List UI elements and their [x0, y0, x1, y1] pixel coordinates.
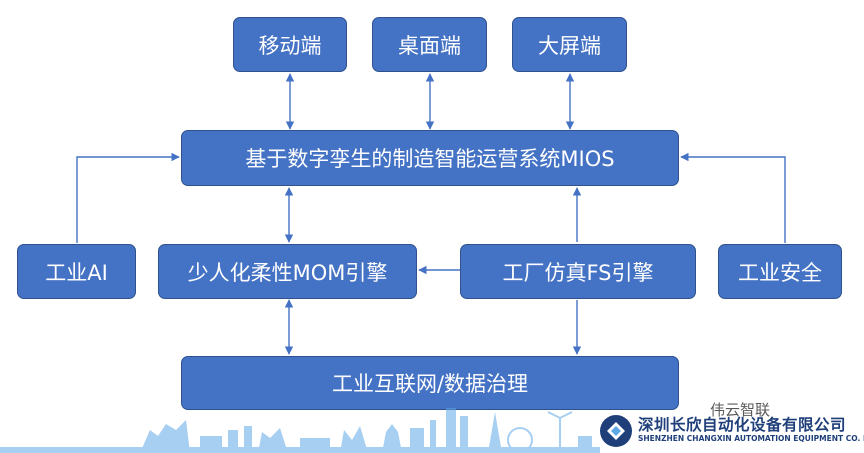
company-name-en: SHENZHEN CHANGXIN AUTOMATION EQUIPMENT C… — [638, 434, 864, 443]
node-mom: 少人化柔性MOM引擎 — [158, 244, 417, 299]
watermark-text: 伟云智联 — [710, 401, 771, 419]
node-industrial-ai: 工业AI — [17, 244, 136, 299]
company-logo-icon — [600, 415, 632, 447]
node-mios: 基于数字孪生的制造智能运营系统MIOS — [181, 130, 679, 186]
node-iot: 工业互联网/数据治理 — [181, 356, 679, 410]
node-mobile: 移动端 — [233, 17, 347, 72]
node-security: 工业安全 — [718, 244, 842, 299]
node-bigscreen: 大屏端 — [512, 17, 627, 72]
node-fs: 工厂仿真FS引擎 — [460, 244, 696, 299]
company-brand: 深圳长欣自动化设备有限公司 SHENZHEN CHANGXIN AUTOMATI… — [598, 411, 864, 453]
company-name-cn: 深圳长欣自动化设备有限公司 — [638, 416, 847, 434]
arrow-security-mios — [680, 152, 786, 243]
node-desktop: 桌面端 — [372, 17, 487, 72]
arrow-ai-mios — [76, 152, 180, 243]
